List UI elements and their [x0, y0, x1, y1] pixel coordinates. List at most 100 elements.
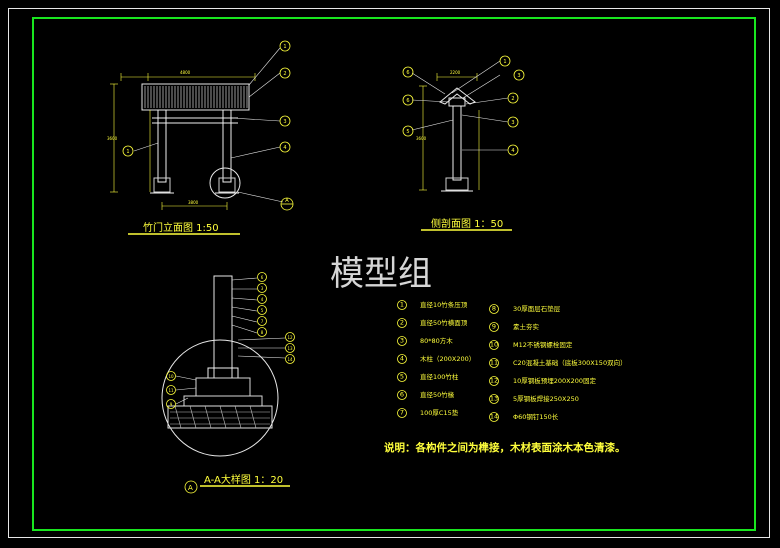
- legend-item-text: 木柱（200X200）: [420, 354, 475, 363]
- legend-item: 3 80*80方木: [397, 336, 453, 346]
- front-callouts: 1 2 3 4 1A: [126, 44, 289, 204]
- svg-text:4: 4: [283, 145, 286, 151]
- side-dim-left: 3600: [416, 136, 427, 141]
- drawing-inner-border: [32, 17, 756, 531]
- svg-text:13: 13: [287, 346, 293, 351]
- legend-item-number: 14: [490, 413, 498, 421]
- legend-item-number: 4: [400, 355, 404, 363]
- legend-item-marker: [397, 318, 407, 328]
- legend-item-number: 6: [400, 391, 404, 399]
- front-dim-bottom: 3800: [188, 200, 199, 205]
- legend-item-number: 13: [490, 395, 498, 403]
- legend-item-text: M12不锈钢螺栓固定: [513, 340, 573, 349]
- legend-item: 14 Φ60钢钉150长: [489, 412, 559, 422]
- legend-item-text: Φ60钢钉150长: [513, 412, 559, 421]
- legend-item: 6 直径50竹椽: [397, 390, 455, 400]
- side-callouts: 13 23 46 65: [406, 59, 520, 154]
- front-dim-top: 4800: [180, 70, 191, 75]
- svg-text:11: 11: [168, 388, 174, 393]
- detail-section: [161, 272, 295, 494]
- legend-item-text: 直径50竹横面顶: [420, 318, 468, 327]
- legend-item-marker: [489, 376, 499, 386]
- svg-text:1: 1: [126, 149, 129, 155]
- legend-item: 2 直径50竹横面顶: [397, 318, 468, 328]
- svg-text:12: 12: [287, 335, 293, 340]
- legend-item-marker: [397, 354, 407, 364]
- svg-text:A: A: [285, 198, 289, 204]
- legend-item-text: 直径100竹柱: [420, 372, 459, 381]
- svg-text:4: 4: [261, 297, 264, 302]
- svg-text:6: 6: [406, 70, 409, 76]
- drawing-outer-border: [8, 8, 770, 538]
- legend-item-marker: [489, 322, 499, 332]
- legend-item-text: 5厚钢板焊接250X250: [513, 394, 579, 403]
- legend-item-number: 9: [492, 323, 496, 331]
- watermark: 模型组: [330, 254, 432, 294]
- legend-item-text: 10厚钢板预埋200X200固定: [513, 376, 597, 385]
- legend-item-marker: [489, 394, 499, 404]
- legend-item-number: 10: [490, 341, 498, 349]
- design-note: 说明：各构件之间为榫接，木材表面涂木本色清漆。: [384, 441, 626, 454]
- legend-item-marker: [489, 304, 499, 314]
- svg-text:6: 6: [406, 98, 409, 104]
- svg-text:8: 8: [261, 330, 264, 335]
- legend-item-marker: [489, 340, 499, 350]
- legend-item-marker: [397, 336, 407, 346]
- side-section: [402, 55, 525, 231]
- legend-item-text: C20混凝土基础（底板300X150双向）: [513, 358, 627, 367]
- legend-item-number: 2: [400, 319, 404, 327]
- legend-item-number: 5: [400, 373, 404, 381]
- legend-item-number: 12: [490, 377, 498, 385]
- legend-item-number: 3: [400, 337, 404, 345]
- legend-item: 4 木柱（200X200）: [397, 354, 475, 364]
- legend-item: 5 直径100竹柱: [397, 372, 459, 382]
- legend-item-marker: [397, 390, 407, 400]
- legend-item-text: 素土夯实: [513, 322, 540, 331]
- legend-item-text: 直径10竹条压顶: [420, 300, 468, 309]
- legend-item: 11 C20混凝土基础（底板300X150双向）: [489, 358, 627, 368]
- svg-text:1: 1: [503, 59, 506, 65]
- legend-item-number: 7: [400, 409, 404, 417]
- legend-right-column: 8 30厚面层石垫层 9 素土夯实 10 M12不锈钢螺栓固定 11 C20混凝土基础（底板3…: [489, 304, 627, 422]
- legend-item-text: 100厚C15垫: [420, 408, 459, 417]
- svg-text:5: 5: [406, 129, 409, 135]
- svg-text:3: 3: [283, 119, 286, 125]
- legend-item-marker: [397, 408, 407, 418]
- legend-item-marker: [397, 300, 407, 310]
- legend-item: 13 5厚钢板焊接250X250: [489, 394, 579, 404]
- svg-text:7: 7: [261, 319, 264, 324]
- svg-text:10: 10: [168, 374, 174, 379]
- svg-text:1: 1: [283, 44, 286, 50]
- legend-item-number: 8: [492, 305, 496, 313]
- legend-item: 8 30厚面层石垫层: [489, 304, 561, 314]
- legend-item: 9 素土夯实: [489, 322, 540, 332]
- svg-text:14: 14: [287, 357, 293, 362]
- svg-text:2: 2: [283, 71, 286, 77]
- legend-item-number: 11: [490, 359, 498, 367]
- legend-item: 12 10厚钢板预埋200X200固定: [489, 376, 597, 386]
- svg-text:5: 5: [261, 308, 264, 313]
- legend-item: 10 M12不锈钢螺栓固定: [489, 340, 573, 350]
- legend-item-text: 30厚面层石垫层: [513, 304, 561, 313]
- side-section-title: 侧剖面图 1：50: [431, 217, 503, 230]
- svg-text:2: 2: [511, 96, 514, 102]
- side-dim-top: 2200: [450, 70, 461, 75]
- svg-text:3: 3: [261, 286, 264, 291]
- front-dim-left: 3600: [107, 136, 118, 141]
- legend-item-text: 80*80方木: [420, 336, 453, 345]
- svg-text:4: 4: [511, 148, 514, 154]
- legend-item-marker: [489, 412, 499, 422]
- legend-item-marker: [489, 358, 499, 368]
- legend-item: 7 100厚C15垫: [397, 408, 459, 418]
- svg-text:3: 3: [517, 73, 520, 79]
- front-elevation-title: 竹门立面图 1:50: [143, 221, 219, 234]
- section-marker: A: [188, 484, 193, 492]
- legend-item-text: 直径50竹椽: [420, 390, 455, 399]
- front-elevation: [110, 40, 294, 235]
